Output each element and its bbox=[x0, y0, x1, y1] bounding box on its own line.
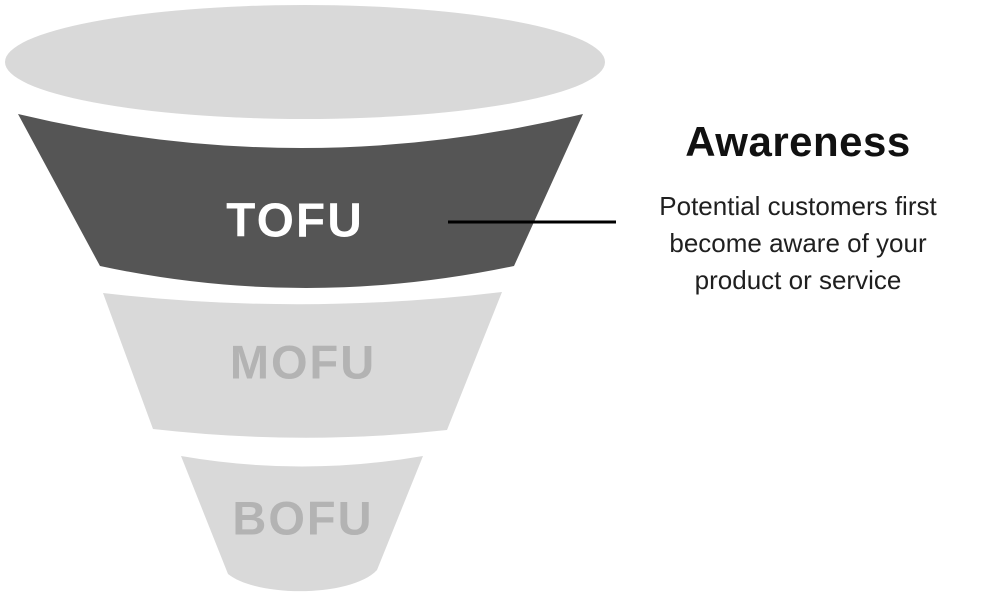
annotation-block: Awareness Potential customers first beco… bbox=[612, 118, 984, 299]
annotation-description-line: Potential customers first bbox=[659, 191, 937, 221]
funnel-top-ellipse bbox=[5, 5, 605, 119]
stage-label-mofu: MOFU bbox=[229, 335, 377, 389]
annotation-description-line: become aware of your bbox=[669, 228, 927, 258]
funnel-stage-bofu-shape bbox=[181, 456, 423, 592]
annotation-heading: Awareness bbox=[685, 118, 911, 165]
stage-label-bofu: BOFU bbox=[232, 491, 374, 545]
stage-label-tofu: TOFU bbox=[226, 194, 364, 248]
funnel-stage-tofu-shape bbox=[18, 114, 583, 288]
funnel-stage-mofu-shape bbox=[103, 292, 502, 438]
annotation-description: Potential customers first become aware o… bbox=[612, 188, 984, 299]
annotation-description-line: product or service bbox=[694, 265, 902, 295]
